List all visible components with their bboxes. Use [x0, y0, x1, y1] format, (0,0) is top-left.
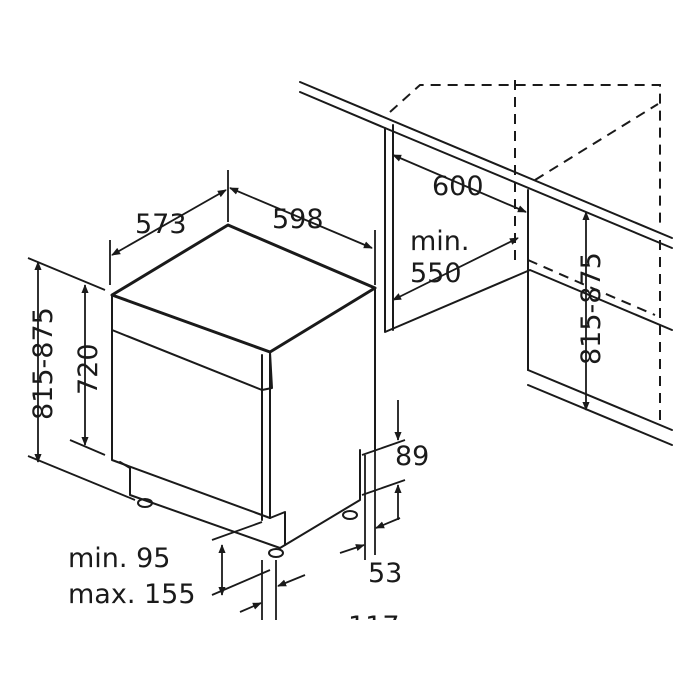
door-corner	[261, 351, 273, 391]
foot-front	[268, 548, 284, 558]
ext-89-b	[361, 479, 406, 496]
label-plinth-height: 89	[395, 441, 429, 472]
label-plinth-depth: 53	[368, 558, 402, 589]
plinth-side	[279, 449, 361, 549]
dishwasher-front-outline	[111, 294, 271, 519]
niche-hidden-floor	[527, 259, 656, 316]
niche-floor-edge	[527, 369, 673, 431]
dishwasher-top	[110, 223, 377, 354]
niche-hidden-diagonal	[534, 103, 659, 181]
niche-hidden-top	[389, 84, 661, 225]
label-niche-min-value: 550	[410, 258, 462, 289]
foot-left	[137, 498, 153, 508]
niche-floor-edge-2	[527, 384, 673, 446]
worktop-front-edge	[384, 127, 673, 249]
dim-niche-600	[392, 154, 527, 213]
foot-right	[342, 510, 358, 520]
label-niche-min: min.	[410, 226, 470, 257]
label-width: 598	[272, 204, 324, 235]
ext-815-bottom	[27, 455, 136, 501]
ext-95-top	[211, 521, 263, 541]
worktop-bottom-edge	[299, 91, 673, 333]
worktop-and-niche	[299, 80, 673, 446]
label-niche-width: 600	[432, 171, 484, 202]
plinth-corner	[269, 511, 286, 546]
dim-53-left-arrow	[339, 544, 365, 554]
label-height-left: 815-875	[28, 307, 59, 420]
label-gap-max: max. 155	[68, 579, 196, 610]
dim-niche-min-550	[392, 237, 519, 301]
dim-117-right-arrow	[277, 574, 306, 587]
plinth-front	[119, 461, 281, 549]
ext-95-bottom	[211, 569, 271, 596]
ext-89-a	[361, 439, 406, 456]
cut-off-label-clip: max. 117	[272, 611, 400, 642]
label-body-height: 720	[73, 343, 104, 395]
label-height-right: 815-875	[576, 252, 607, 365]
ext-815-top	[27, 257, 106, 291]
dim-53-right-arrow	[375, 517, 401, 529]
dim-width-598	[229, 187, 373, 249]
worktop-top-edge	[299, 81, 673, 239]
label-gap-min: min. 95	[68, 543, 170, 574]
dimension-lines	[27, 154, 590, 620]
dishwasher-body	[110, 223, 377, 558]
label-cut-off: max. 117	[272, 611, 400, 642]
dim-117-left-arrow	[239, 602, 262, 613]
label-depth: 573	[135, 209, 187, 240]
control-panel-line	[111, 329, 263, 391]
dim-depth-573	[111, 189, 227, 256]
ext-720-bottom	[69, 439, 106, 456]
